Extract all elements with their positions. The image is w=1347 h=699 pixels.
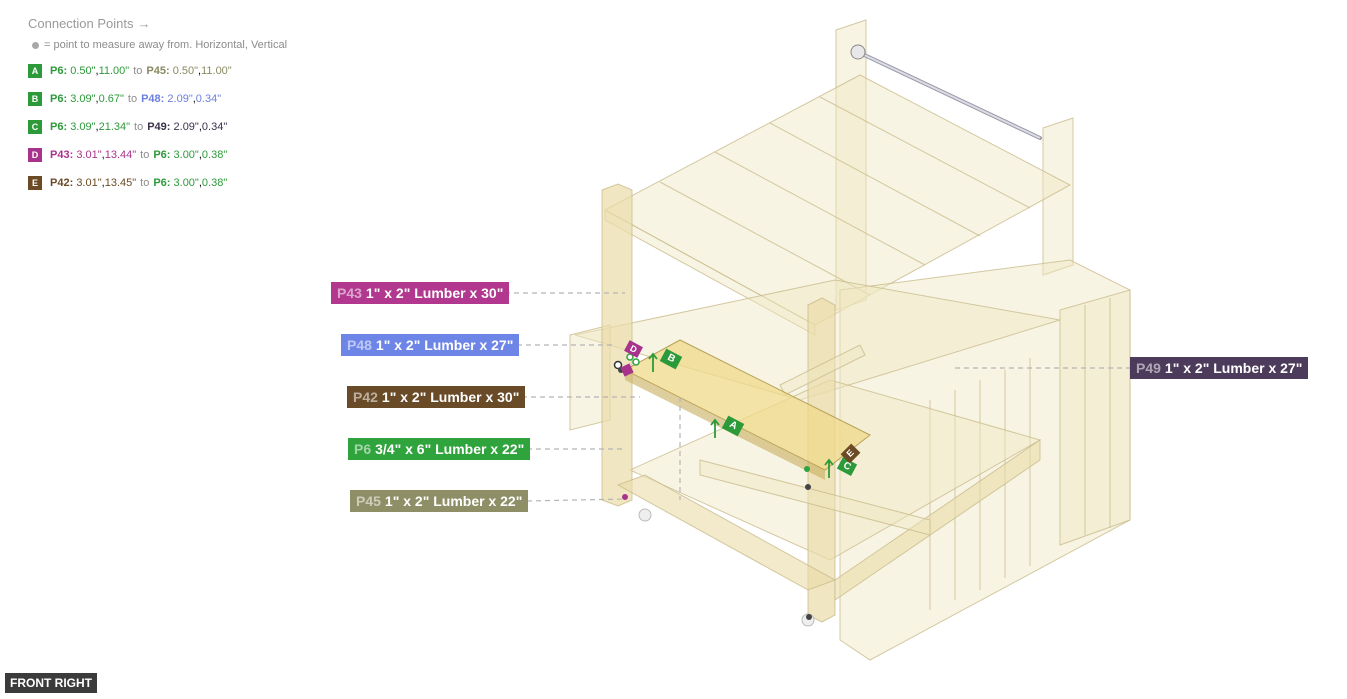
from-horizontal: 3.01" [76,149,102,161]
to-word: to [140,177,150,189]
view-label[interactable]: FRONT RIGHT [5,673,97,693]
part-id: P42 [353,389,378,405]
from-vertical: 21.34" [98,121,131,133]
dot-icon [32,41,39,49]
part-id: P43 [337,285,362,301]
to-part: P48: [141,93,165,105]
from-part: P6: [50,93,68,105]
part-description: 1" x 2" Lumber x 22" [384,493,523,509]
connection-badge: C [28,120,42,134]
to-part: P6: [153,177,171,189]
from-vertical: 0.67" [98,93,124,105]
part-description: 1" x 2" Lumber x 30" [365,285,504,301]
to-word: to [140,149,150,161]
part-id: P45 [356,493,381,509]
connection-badge: A [28,64,42,78]
connection-badge: E [28,176,42,190]
part-id: P49 [1136,360,1161,376]
from-vertical: 13.44" [104,149,137,161]
part-id: P6 [354,441,372,457]
legend-note-text: = point to measure away from. Horizontal… [44,39,288,51]
to-word: to [134,121,144,133]
legend-title[interactable]: Connection Points→ [28,16,348,31]
from-horizontal: 3.01" [76,177,102,189]
from-part: P42: [50,177,74,189]
to-word: to [133,65,143,77]
legend-note: = point to measure away from. Horizontal… [32,39,348,51]
from-part: P43: [50,149,74,161]
from-part: P6: [50,65,68,77]
from-horizontal: 0.50" [70,65,96,77]
from-vertical: 13.45" [104,177,137,189]
to-part: P6: [153,149,171,161]
to-word: to [127,93,138,105]
to-vertical: 0.34" [201,121,228,133]
from-part: P6: [50,121,68,133]
to-horizontal: 2.09" [173,121,199,133]
from-vertical: 11.00" [98,65,130,77]
to-part: P45: [146,65,170,77]
part-description: 1" x 2" Lumber x 30" [381,389,520,405]
to-horizontal: 2.09" [167,93,193,105]
to-vertical: 0.38" [201,149,228,161]
from-horizontal: 3.09" [70,121,96,133]
from-horizontal: 3.09" [70,93,96,105]
connection-badge: D [28,148,42,162]
to-vertical: 11.00" [201,65,232,77]
part-description: 3/4" x 6" Lumber x 22" [375,441,525,457]
to-horizontal: 0.50" [172,65,199,77]
to-part: P49: [147,121,171,133]
to-vertical: 0.38" [201,177,228,189]
to-horizontal: 3.00" [173,177,199,189]
arrow-right-icon: → [137,16,151,31]
back-right-upright [1042,117,1074,276]
to-horizontal: 3.00" [173,149,199,161]
connection-points-legend: Connection Points→ = point to measure aw… [28,16,348,204]
legend-title-text: Connection Points [28,16,134,31]
part-id: P48 [347,337,372,353]
connection-badge: B [28,92,42,106]
part-description: 1" x 2" Lumber x 27" [375,337,514,353]
to-vertical: 0.34" [195,93,222,105]
part-description: 1" x 2" Lumber x 27" [1164,360,1303,376]
